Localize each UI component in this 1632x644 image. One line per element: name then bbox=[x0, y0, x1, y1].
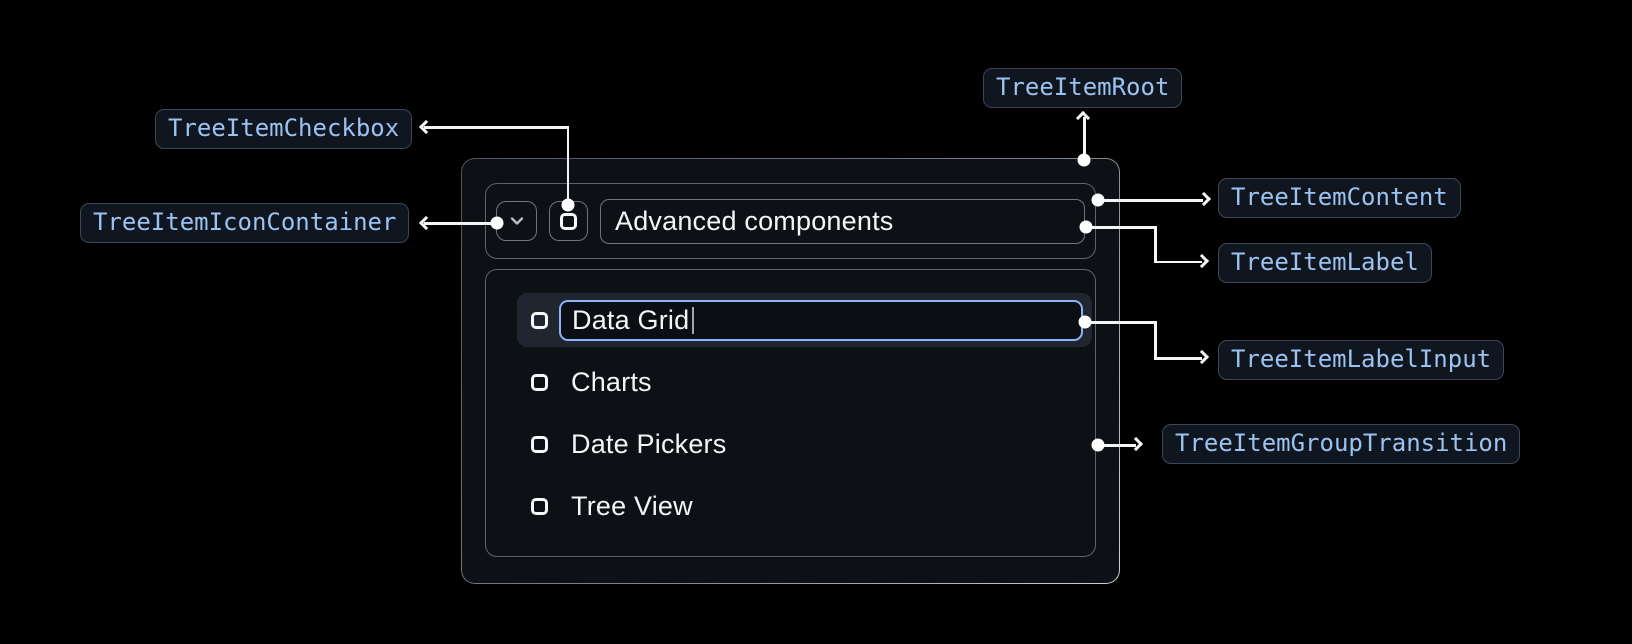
tree-item-label[interactable]: Advanced components bbox=[600, 198, 1085, 244]
leader-line bbox=[1098, 444, 1136, 447]
checkbox-unchecked-icon[interactable] bbox=[531, 311, 548, 329]
leader-line bbox=[1154, 260, 1202, 263]
arrow-right-icon bbox=[1196, 191, 1212, 207]
tree-row-label: Charts bbox=[571, 366, 652, 397]
tree-item-label-input[interactable]: Data Grid bbox=[559, 299, 1083, 341]
checkbox-unchecked-icon bbox=[560, 212, 577, 230]
tree-row-label: Tree View bbox=[571, 490, 693, 521]
leader-dot bbox=[1078, 315, 1092, 329]
tree-row-label: Date Pickers bbox=[571, 428, 727, 459]
checkbox-unchecked-icon[interactable] bbox=[531, 435, 548, 453]
parent-label-text: Advanced components bbox=[615, 205, 894, 236]
leader-dot bbox=[1077, 153, 1091, 167]
leader-line bbox=[1086, 226, 1156, 229]
arrow-up-icon bbox=[1075, 110, 1091, 126]
leader-line bbox=[566, 127, 569, 206]
leader-dot bbox=[1079, 220, 1093, 234]
arrow-right-icon bbox=[1194, 349, 1210, 365]
leader-dot bbox=[561, 198, 575, 212]
leader-dot bbox=[1091, 438, 1105, 452]
tree-row[interactable]: Date Pickers bbox=[517, 417, 1092, 471]
label-input-value: Data Grid bbox=[572, 304, 690, 335]
chevron-down-icon bbox=[510, 217, 523, 225]
leader-line bbox=[1154, 321, 1157, 359]
badge-tree-item-icon-container: TreeItemIconContainer bbox=[80, 203, 410, 243]
leader-line bbox=[1083, 117, 1086, 161]
leader-dot bbox=[1091, 193, 1105, 207]
badge-tree-item-root: TreeItemRoot bbox=[983, 68, 1183, 108]
badge-tree-item-label-input: TreeItemLabelInput bbox=[1218, 340, 1505, 380]
badge-tree-item-group-transition: TreeItemGroupTransition bbox=[1162, 424, 1521, 464]
arrow-right-icon bbox=[1194, 253, 1210, 269]
tree-row[interactable]: Tree View bbox=[517, 479, 1092, 533]
tree-item-content[interactable]: Advanced components bbox=[485, 183, 1096, 259]
leader-dot bbox=[490, 216, 504, 230]
text-caret bbox=[692, 306, 695, 334]
badge-tree-item-checkbox: TreeItemCheckbox bbox=[155, 109, 413, 149]
checkbox-unchecked-icon[interactable] bbox=[531, 373, 548, 391]
leader-line bbox=[1098, 199, 1203, 202]
tree-row-editing[interactable]: Data Grid bbox=[517, 293, 1092, 347]
leader-line bbox=[1154, 357, 1202, 360]
leader-line bbox=[1154, 226, 1157, 263]
tree-item-root: Advanced components Data Grid Charts Dat… bbox=[461, 158, 1120, 584]
leader-line bbox=[1085, 321, 1156, 324]
arrow-left-icon bbox=[418, 119, 434, 135]
leader-line bbox=[424, 126, 569, 129]
arrow-right-icon bbox=[1128, 436, 1144, 452]
checkbox-unchecked-icon[interactable] bbox=[531, 497, 548, 515]
tree-item-group-transition: Data Grid Charts Date Pickers Tree View bbox=[485, 269, 1096, 557]
badge-tree-item-content: TreeItemContent bbox=[1218, 178, 1461, 218]
leader-line bbox=[424, 222, 498, 225]
tree-row[interactable]: Charts bbox=[517, 355, 1092, 409]
arrow-left-icon bbox=[418, 215, 434, 231]
badge-tree-item-label: TreeItemLabel bbox=[1218, 243, 1432, 283]
